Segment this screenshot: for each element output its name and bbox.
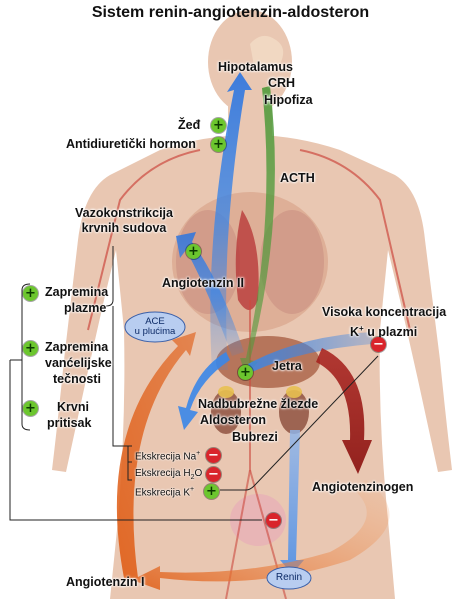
jetra-plus-sign: + (238, 365, 253, 380)
eks-h2o-text-a: Ekskrecija H (135, 468, 191, 479)
eks-k-sup: + (190, 486, 195, 493)
potassium-arrow (248, 332, 372, 372)
angiotenzinogen-arrow (316, 348, 372, 474)
k-text: K (350, 325, 360, 340)
ekskrecija-na-label: Ekskrecija Na+ (135, 450, 200, 462)
ekskrecija-k-label: Ekskrecija K+ (135, 486, 194, 498)
aldosteron-arrow (178, 352, 230, 430)
h2o-minus-sign: − (206, 467, 221, 482)
renin-arrow (280, 430, 304, 574)
angiotenzin-ii-label: Angiotenzin II (162, 276, 244, 290)
zapremina-plazme-label-1: Zapremina (45, 285, 109, 299)
zapremina-plazme-plus-sign: + (23, 286, 38, 301)
eks-na-sup: + (196, 450, 201, 457)
zed-plus-sign: + (211, 118, 226, 133)
bubrezi-label: Bubrezi (232, 430, 278, 444)
ekskrecija-h2o-label: Ekskrecija H2O (135, 468, 202, 481)
eks-na-text: Ekskrecija Na (135, 451, 197, 463)
adh-label: Antidiuretički hormon (66, 137, 196, 151)
renin-label: Renin (275, 572, 303, 583)
krvni-pritisak-plus-sign: + (23, 401, 38, 416)
renin-minus-sign: − (266, 513, 281, 528)
vasoconstriction-arrow (176, 232, 244, 356)
krvni-label: Krvni (57, 400, 89, 414)
k-minus-sign: − (371, 337, 386, 352)
aldosteron-label: Aldosteron (200, 413, 266, 427)
hipotalamus-label: Hipotalamus (218, 60, 294, 74)
k-sup: + (359, 324, 364, 333)
vanceliska-plus-sign: + (23, 341, 38, 356)
pritisak-label: pritisak (47, 416, 92, 430)
zed-label: Žeđ (178, 118, 201, 132)
jetra-label: Jetra (272, 359, 302, 373)
angiotenzinogen-label: Angiotenzinogen (312, 480, 414, 494)
ace-lungs-text: u plućima (134, 326, 176, 337)
vazo-plus-sign: + (186, 244, 201, 259)
crh-label: CRH (268, 76, 296, 90)
na-minus-sign: − (206, 448, 221, 463)
hipofiza-label: Hipofiza (264, 93, 313, 107)
acth-arrow (240, 86, 275, 376)
vance-label-3: tečnosti (53, 372, 101, 386)
acth-label: ACTH (280, 171, 315, 185)
diagram-title: Sistem renin-angiotenzin-aldosteron (91, 4, 370, 21)
angiotenzin-i-label: Angiotenzin I (66, 575, 145, 589)
vance-label-1: Zapremina (45, 340, 109, 354)
zapremina-plazme-label-2: plazme (64, 301, 107, 315)
angiotenzin-i-arrow (132, 480, 390, 590)
vance-label-2: vanćelijske (45, 356, 112, 370)
renin-oval (266, 566, 312, 590)
ace-text: ACE (145, 316, 165, 327)
eks-k-text: Ekskrecija K (135, 487, 191, 499)
k-u-plazmi-label: K+ u plazmi (350, 321, 417, 340)
visoka-koncentracija-label: Visoka koncentracija (322, 305, 447, 319)
eks-h2o-sub: 2 (190, 474, 195, 481)
ace-label: ACE u plućima (125, 317, 185, 337)
u-plazmi-text: u plazmi (367, 325, 418, 340)
ace-conversion-arrow (116, 332, 196, 578)
effect-brackets (9, 246, 379, 521)
vazokonstrikcija-label: Vazokonstrikcija (75, 206, 173, 220)
krvnih-sudova-label: krvnih sudova (81, 221, 167, 235)
adh-plus-sign: + (211, 137, 226, 152)
k-plus-sign: + (204, 484, 219, 499)
nadbubrezne-label: Nadbubrežne žlezde (198, 397, 319, 411)
eks-h2o-text-b: O (194, 468, 203, 479)
ace-oval (124, 311, 186, 343)
